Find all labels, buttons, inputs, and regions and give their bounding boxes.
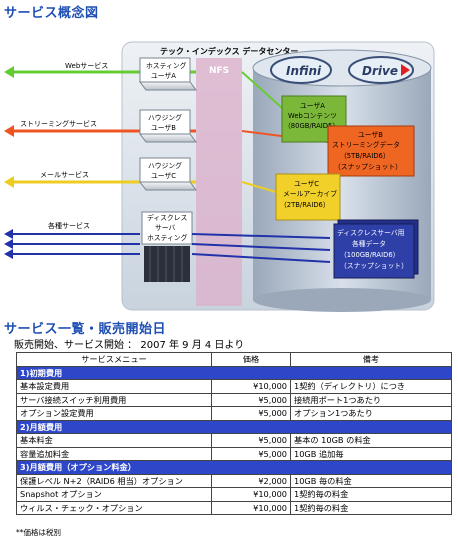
row-note: 10GB 毎の料金	[290, 473, 452, 488]
table-header-row: サービスメニュー 価格 備考	[16, 352, 452, 367]
service-streaming-label: ストリーミングサービス	[20, 119, 97, 128]
storage-c-line3: （2TB/RAID6）	[280, 201, 330, 209]
service-price-table: サービスメニュー 価格 備考 1)初期費用 基本設定費用 ¥10,000 1契約…	[16, 352, 452, 515]
storage-c-line2: メールアーカイブ	[283, 189, 337, 198]
logo-left: Infini	[286, 64, 322, 78]
nfs-label: NFS	[209, 66, 229, 76]
storage-b-line1: ユーザB	[358, 131, 383, 139]
row-menu: 基本料金	[16, 433, 212, 448]
section-row: 1)初期費用	[16, 365, 452, 380]
row-note: オプション1つあたり	[290, 406, 452, 421]
infinidrive-logo: Infini Drive	[270, 56, 414, 84]
row-note: 接続用ポート1つあたり	[290, 392, 452, 407]
server-c-line2: ユーザC	[151, 172, 176, 180]
section-title: 3)月額費用（オプション料金）	[16, 460, 452, 475]
storage-d-line4: （スナップショット）	[340, 262, 408, 270]
row-note: 10GB 追加毎	[290, 446, 452, 461]
row-price: ¥5,000	[211, 406, 291, 421]
storage-b-line4: （スナップショット）	[334, 163, 402, 171]
server-b-line2: ユーザB	[151, 124, 176, 132]
storage-c-line1: ユーザC	[294, 180, 319, 188]
nfs-band	[196, 58, 242, 306]
storage-a-line3: （80GB/RAID5）	[284, 122, 339, 130]
datacenter-label: テック・インデックス データセンター	[160, 46, 298, 56]
table-row: 保護レベル N+2（RAID6 相当）オプション ¥2,000 10GB 毎の料…	[16, 473, 452, 488]
row-price: ¥10,000	[211, 500, 291, 515]
table-row: サーバ接続スイッチ利用費用 ¥5,000 接続用ポート1つあたり	[16, 392, 452, 407]
row-note: 基本の 10GB の料金	[290, 433, 452, 448]
storage-diskless: ディスクレスサーバ用 各種データ （100GB/RAID6） （スナップショット…	[333, 219, 419, 279]
diskless-server: ディスクレス サーバ ホスティング	[141, 211, 193, 282]
tax-footnote: **価格は税別	[16, 528, 61, 537]
row-note: 1契約毎の料金	[290, 487, 452, 502]
row-note: 1契約毎の料金	[290, 500, 452, 515]
row-note: 1契約（ディレクトリ）につき	[290, 379, 452, 394]
row-price: ¥5,000	[211, 392, 291, 407]
row-menu: オプション設定費用	[16, 406, 212, 421]
header-note: 備考	[290, 352, 452, 367]
server-housing-b: ハウジング ユーザB	[139, 109, 197, 143]
table-row: 基本料金 ¥5,000 基本の 10GB の料金	[16, 433, 452, 448]
service-concept-diagram: テック・インデックス データセンター Infini Drive NFS Webサ…	[4, 41, 435, 312]
section-row: 3)月額費用（オプション料金）	[16, 460, 452, 475]
storage-d-line3: （100GB/RAID6）	[340, 251, 399, 259]
row-menu: Snapshot オプション	[16, 487, 212, 502]
storage-b-line3: （5TB/RAID6）	[340, 152, 390, 160]
server-b-line1: ハウジング	[148, 113, 182, 122]
server-c-line1: ハウジング	[148, 161, 182, 170]
sales-start-label: 販売開始、サービス開始 ： 2007 年 9 月 4 日より	[14, 340, 245, 351]
concept-title: サービス概念図	[4, 6, 99, 21]
table-row: オプション設定費用 ¥5,000 オプション1つあたり	[16, 406, 452, 421]
diskless-line1: ディスクレス	[147, 213, 188, 222]
logo-right: Drive	[362, 64, 398, 78]
storage-user-b: ユーザB ストリーミングデータ （5TB/RAID6） （スナップショット）	[327, 125, 415, 177]
service-web-label: Webサービス	[65, 61, 108, 70]
row-price: ¥10,000	[211, 379, 291, 394]
diskless-line2: サーバ	[155, 224, 176, 232]
service-mail-label: メールサービス	[40, 170, 89, 179]
row-price: ¥5,000	[211, 433, 291, 448]
list-title: サービス一覧・販売開始日	[4, 322, 167, 337]
row-price: ¥10,000	[211, 487, 291, 502]
row-menu: ウィルス・チェック・オプション	[16, 500, 212, 515]
row-menu: 保護レベル N+2（RAID6 相当）オプション	[16, 473, 212, 488]
server-a-line1: ホスティング	[146, 61, 187, 70]
row-menu: 容量追加料金	[16, 446, 212, 461]
storage-user-c: ユーザC メールアーカイブ （2TB/RAID6）	[275, 173, 341, 221]
table-row: 基本設定費用 ¥10,000 1契約（ディレクトリ）につき	[16, 379, 452, 394]
server-a-line2: ユーザA	[151, 72, 176, 80]
table-row: Snapshot オプション ¥10,000 1契約毎の料金	[16, 487, 452, 502]
storage-a-line1: ユーザA	[300, 102, 325, 110]
storage-a-line2: Webコンテンツ	[288, 112, 337, 120]
diskless-line3: ホスティング	[147, 233, 188, 242]
row-menu: サーバ接続スイッチ利用費用	[16, 392, 212, 407]
section-title: 2)月額費用	[16, 419, 452, 434]
service-various-label: 各種サービス	[48, 221, 90, 230]
header-menu: サービスメニュー	[16, 352, 212, 367]
row-menu: 基本設定費用	[16, 379, 212, 394]
server-hosting-a: ホスティング ユーザA	[139, 57, 197, 91]
service-various: 各種サービス	[4, 221, 140, 259]
server-housing-c: ハウジング ユーザC	[139, 157, 197, 191]
row-price: ¥2,000	[211, 473, 291, 488]
table-row: ウィルス・チェック・オプション ¥10,000 1契約毎の料金	[16, 500, 452, 515]
section-row: 2)月額費用	[16, 419, 452, 434]
table-row: 容量追加料金 ¥5,000 10GB 追加毎	[16, 446, 452, 461]
section-title: 1)初期費用	[16, 365, 452, 380]
storage-d-line1: ディスクレスサーバ用	[337, 228, 405, 237]
storage-b-line2: ストリーミングデータ	[332, 140, 400, 149]
storage-d-line2: 各種データ	[352, 239, 386, 248]
header-price: 価格	[211, 352, 291, 367]
row-price: ¥5,000	[211, 446, 291, 461]
